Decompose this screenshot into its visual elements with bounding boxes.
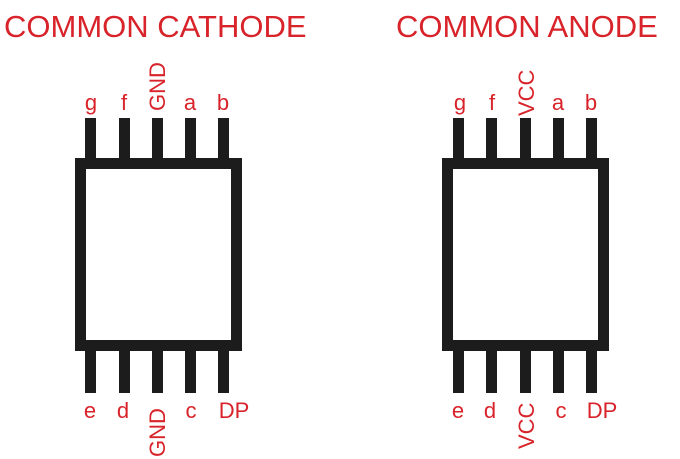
cathode-label-top-gnd: GND (145, 62, 170, 111)
anode-pin-bottom-d (486, 346, 497, 393)
anode-label-top-f: f (489, 90, 496, 115)
cathode-pin-top-g (85, 118, 96, 163)
cathode-pin-top-gnd (152, 118, 163, 163)
cathode-pin-bottom-gnd (152, 346, 163, 393)
cathode-pin-bottom-c (185, 346, 196, 393)
cathode-label-bottom-c: c (186, 398, 197, 423)
cathode-pin-bottom-dp (218, 346, 229, 393)
anode-pin-top-vcc (520, 118, 531, 163)
anode-pin-bottom-vcc (520, 346, 531, 393)
anode-pin-top-b (586, 118, 597, 163)
anode-label-top-a: a (552, 90, 565, 115)
cathode-label-top-b: b (217, 90, 229, 115)
common-cathode-diagram: COMMON CATHODE g f GND a b e d GND c DP (4, 9, 307, 457)
cathode-pin-top-b (218, 118, 229, 163)
cathode-pin-bottom-d (119, 346, 130, 393)
anode-label-bottom-e: e (452, 398, 464, 423)
cathode-label-bottom-dp: DP (219, 398, 250, 423)
common-anode-title: COMMON ANODE (396, 9, 658, 44)
cathode-label-top-g: g (85, 90, 97, 115)
cathode-pin-top-f (119, 118, 130, 163)
anode-pin-top-g (453, 118, 464, 163)
common-anode-diagram: COMMON ANODE g f VCC a b e d VCC c DP (396, 9, 658, 449)
anode-pin-bottom-e (453, 346, 464, 393)
anode-label-top-g: g (454, 90, 466, 115)
anode-label-bottom-vcc: VCC (514, 402, 539, 449)
anode-pin-bottom-dp (586, 346, 597, 393)
anode-label-top-b: b (585, 90, 597, 115)
anode-label-top-vcc: VCC (514, 69, 539, 116)
cathode-label-top-a: a (184, 90, 197, 115)
anode-chip-body (442, 158, 609, 351)
anode-pin-bottom-c (553, 346, 564, 393)
anode-label-bottom-d: d (484, 398, 496, 423)
anode-label-bottom-c: c (556, 398, 567, 423)
common-cathode-title: COMMON CATHODE (4, 9, 307, 44)
cathode-label-bottom-gnd: GND (145, 408, 170, 457)
cathode-chip-body (75, 158, 242, 351)
cathode-label-top-f: f (121, 90, 128, 115)
anode-label-bottom-dp: DP (587, 398, 618, 423)
anode-pin-top-f (486, 118, 497, 163)
anode-pin-top-a (553, 118, 564, 163)
cathode-label-bottom-e: e (84, 398, 96, 423)
cathode-pin-bottom-e (85, 346, 96, 393)
cathode-pin-top-a (185, 118, 196, 163)
cathode-label-bottom-d: d (117, 398, 129, 423)
